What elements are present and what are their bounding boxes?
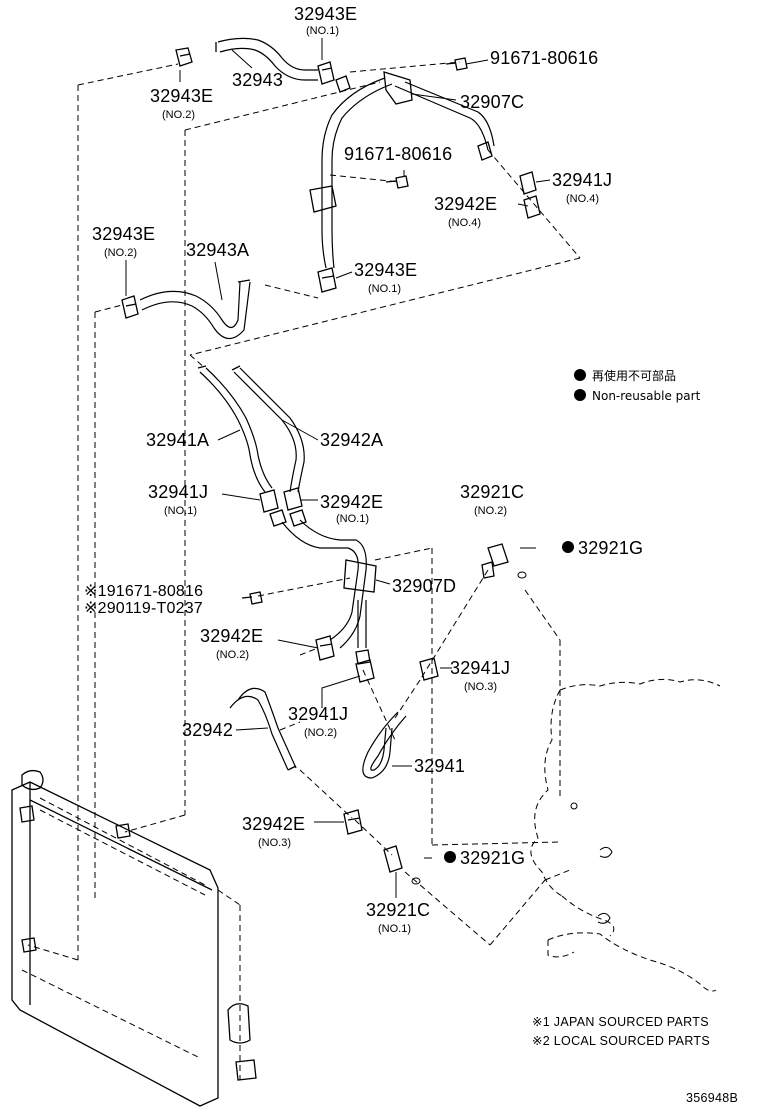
callout-c17: 32921G [578,538,643,558]
footnote-2: ※2 LOCAL SOURCED PARTS [532,1034,710,1048]
engine-outline [530,678,721,992]
guide-lines [27,61,581,1080]
legend-line-2: Non-reusable part [592,389,701,403]
hose-32943A [121,279,251,340]
callout-c16: 32921C [460,482,524,502]
callout-c7-sub: (NO.4) [566,193,599,205]
footnotes: ※1 JAPAN SOURCED PARTS ※2 LOCAL SOURCED … [532,1015,738,1105]
callout-c22-sub: (NO.3) [464,681,497,693]
callout-c11-sub: (NO.1) [368,283,401,295]
hose-32943 [175,37,335,85]
callout-c21: 32942E [200,626,263,646]
radiator [11,769,257,1107]
callout-c14: 32941J [148,482,208,502]
callout-c26-sub: (NO.3) [258,837,291,849]
callout-c6: 91671-80616 [344,144,452,164]
callout-c22: 32941J [450,658,510,678]
callout-c16-sub: (NO.2) [474,505,507,517]
callout-c9: 32943E [92,224,155,244]
figure-id: 356948B [686,1091,738,1105]
callout-labels: 32943E (NO.1) 32943 32943E (NO.2) 91671-… [84,4,643,935]
callout-c26: 32942E [242,814,305,834]
callout-c28: 32921C [366,900,430,920]
footnote-1: ※1 JAPAN SOURCED PARTS [532,1015,709,1029]
callout-c21-sub: (NO.2) [216,649,249,661]
callout-c15-sub: (NO.1) [336,513,369,525]
callout-c14-sub: (NO.1) [164,505,197,517]
callout-c1-sub: (NO.1) [306,25,339,37]
union-parts [383,543,527,885]
callout-c11: 32943E [354,260,417,280]
legend-marker-1 [574,369,586,381]
legend-line-1: 再使用不可部品 [592,368,676,383]
callout-c7: 32941J [552,170,612,190]
callout-c28-sub: (NO.1) [378,923,411,935]
callout-c2: 32943 [232,70,283,90]
callout-c24: 32942 [182,720,233,740]
callout-c15: 32942E [320,492,383,512]
hose-32942 [229,687,363,835]
callout-c27: 32921G [460,848,525,868]
pipe-32907C [309,57,541,293]
legend: 再使用不可部品 Non-reusable part [574,368,701,403]
hoses-32941A-32942A [197,365,305,513]
callout-c9-sub: (NO.2) [104,247,137,259]
callout-c10: 32943A [186,240,249,260]
legend-marker-2 [574,389,586,401]
callout-c8-sub: (NO.4) [448,217,481,229]
callout-c20: 32907D [392,576,456,596]
callout-c5: 32907C [460,92,524,112]
callout-c23: 32941J [288,704,348,724]
callout-c3: 32943E [150,86,213,106]
callout-c3-sub: (NO.2) [162,109,195,121]
callout-c8: 32942E [434,194,497,214]
leader-lines [125,38,551,898]
callout-c19: ※290119-T0237 [84,600,203,617]
callout-c12: 32941A [146,430,209,450]
callout-c13: 32942A [320,430,383,450]
callout-c25: 32941 [414,756,465,776]
callout-c23-sub: (NO.2) [304,727,337,739]
callout-c1: 32943E [294,4,357,24]
callout-c4: 91671-80616 [490,48,598,68]
non-reusable-marker-c27 [444,851,456,863]
non-reusable-marker-c17 [562,541,574,553]
callout-c18: ※191671-80816 [84,583,203,600]
